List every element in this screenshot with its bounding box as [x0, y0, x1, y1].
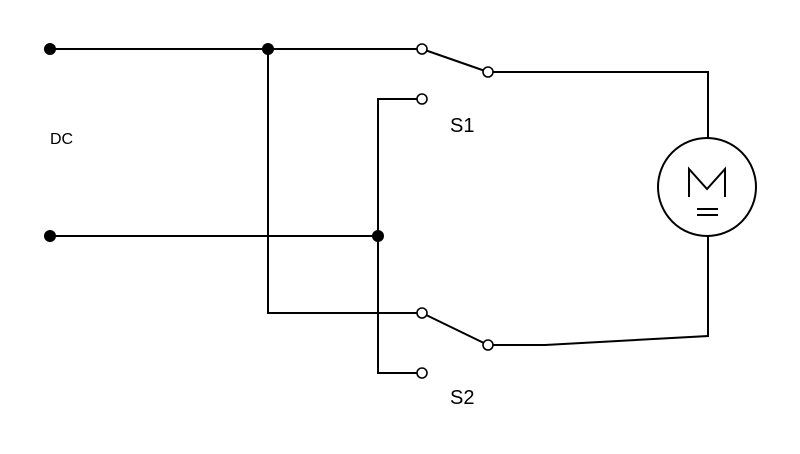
dc-label: DC: [50, 131, 73, 148]
s2-common-contact: [416, 307, 428, 319]
s1-lower-contact: [416, 93, 428, 105]
motor-m-glyph: [688, 166, 726, 197]
s2-output-contact: [482, 339, 494, 351]
s1-label: S1: [450, 115, 474, 137]
s2-label: S2: [450, 387, 474, 409]
wire-s1-to-motor: [492, 71, 709, 139]
wire-cross-to-s2-common: [267, 48, 418, 314]
wire-motor-to-s2: [492, 235, 709, 346]
motor: [657, 137, 757, 237]
s1-blade: [421, 48, 489, 73]
s2-lower-contact: [416, 367, 428, 379]
motor-circle: [657, 137, 757, 237]
wires: [49, 48, 709, 374]
s1-common-contact: [416, 43, 428, 55]
s1-output-contact: [482, 66, 494, 78]
switch-s2: [416, 307, 494, 379]
switch-s1: [416, 43, 494, 105]
terminal-negative: [44, 230, 56, 242]
nodes: [44, 43, 384, 242]
junction-bottom: [372, 230, 384, 242]
junction-top: [262, 43, 274, 55]
terminal-positive: [44, 43, 56, 55]
s2-blade: [421, 312, 489, 346]
